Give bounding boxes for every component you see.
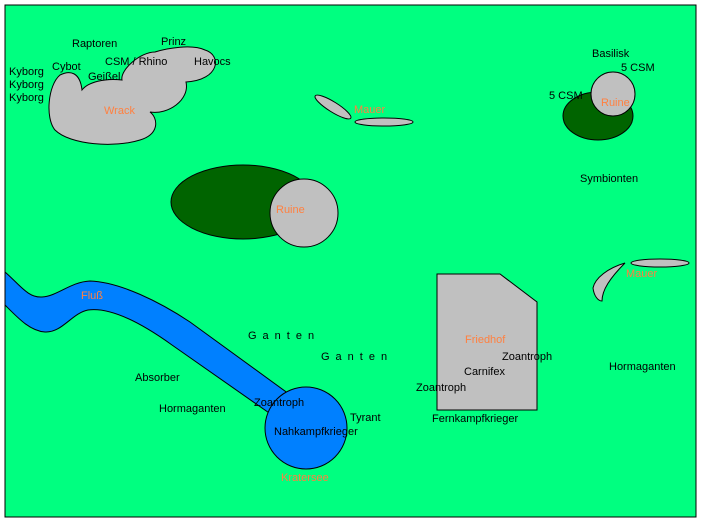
unit-prince: Prinz	[161, 36, 186, 48]
unit-melee-warriors: Nahkampfkrieger	[274, 426, 358, 438]
wall-right-a	[592, 262, 626, 302]
label-wall-top: Mauer	[354, 104, 386, 116]
cemetery	[436, 273, 538, 411]
wall-top-b	[354, 117, 414, 127]
unit-raptors: Raptoren	[72, 38, 117, 50]
crater-lake	[264, 386, 348, 470]
unit-gaunts-1: Ganten	[248, 330, 320, 342]
label-cemetery: Friedhof	[465, 334, 506, 346]
unit-scourge: Geißel	[88, 71, 120, 83]
unit-carnifex: Carnifex	[464, 366, 505, 378]
unit-absorber: Absorber	[135, 372, 180, 384]
unit-zoanthrope-3: Zoantroph	[254, 397, 304, 409]
label-ruin-center: Ruine	[276, 204, 305, 216]
wreck-area	[48, 46, 216, 145]
wall-top-a	[314, 94, 352, 120]
unit-csm-rhino: CSM / Rhino	[105, 56, 167, 68]
unit-cyborg-3: Kyborg	[9, 92, 44, 104]
unit-csm-5-b: 5 CSM	[549, 90, 583, 102]
unit-zoanthrope-2: Zoantroph	[416, 382, 466, 394]
unit-tyrant: Tyrant	[350, 412, 381, 424]
label-wall-right: Mauer	[626, 268, 658, 280]
unit-symbionts: Symbionten	[580, 173, 638, 185]
unit-cyborg-1: Kyborg	[9, 66, 44, 78]
unit-ranged-warriors: Fernkampfkrieger	[432, 413, 519, 425]
ruin-center	[269, 178, 339, 248]
unit-csm-5-a: 5 CSM	[621, 62, 655, 74]
unit-hormagaunts-right: Hormaganten	[609, 361, 676, 373]
unit-havocs: Havocs	[194, 56, 231, 68]
unit-zoanthrope-1: Zoantroph	[502, 351, 552, 363]
unit-cyborg-2: Kyborg	[9, 79, 44, 91]
unit-gaunts-2: Ganten	[321, 351, 393, 363]
unit-basilisk: Basilisk	[592, 48, 630, 60]
wall-right-b	[630, 258, 690, 268]
label-crater: Kratersee	[281, 472, 329, 484]
label-wreck: Wrack	[104, 105, 135, 117]
label-river: Fluß	[81, 290, 103, 302]
unit-cybot: Cybot	[52, 61, 81, 73]
ruin-top-right	[590, 71, 636, 117]
label-ruin-top-right: Ruine	[601, 97, 630, 109]
unit-hormagaunts-left: Hormaganten	[159, 403, 226, 415]
